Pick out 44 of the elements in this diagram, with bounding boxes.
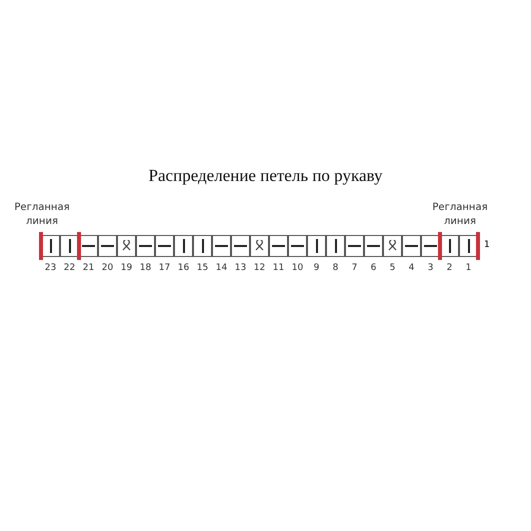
column-number: 9 bbox=[312, 263, 320, 273]
column-number: 23 bbox=[44, 263, 58, 273]
row-number: 1 bbox=[484, 240, 490, 250]
column-number: 10 bbox=[290, 263, 304, 273]
column-number: 17 bbox=[158, 263, 172, 273]
chart-cell bbox=[402, 235, 421, 257]
column-number: 11 bbox=[272, 263, 286, 273]
column-number: 16 bbox=[176, 263, 190, 273]
chart-cell bbox=[193, 235, 212, 257]
column-number: 22 bbox=[62, 263, 76, 273]
column-number: 6 bbox=[370, 263, 378, 273]
column-number: 1 bbox=[464, 263, 472, 273]
chart-cell bbox=[345, 235, 364, 257]
column-number: 14 bbox=[214, 263, 228, 273]
chart-cell bbox=[250, 235, 269, 257]
raglan-line-label: Регланная линия bbox=[431, 201, 489, 229]
column-number: 3 bbox=[426, 263, 434, 273]
chart-cell bbox=[269, 235, 288, 257]
column-number: 21 bbox=[82, 263, 96, 273]
column-number: 4 bbox=[408, 263, 416, 273]
raglan-line-label: Регланная линия bbox=[13, 201, 71, 229]
chart-cell bbox=[174, 235, 193, 257]
chart-cell bbox=[117, 235, 136, 257]
column-number: 5 bbox=[388, 263, 396, 273]
chart-title: Распределение петель по рукаву bbox=[148, 166, 384, 186]
chart-cell bbox=[364, 235, 383, 257]
chart-cell bbox=[326, 235, 345, 257]
column-number: 15 bbox=[196, 263, 210, 273]
chart-cell bbox=[212, 235, 231, 257]
column-number: 2 bbox=[446, 263, 454, 273]
chart-cell bbox=[98, 235, 117, 257]
column-number: 8 bbox=[332, 263, 340, 273]
chart-cell bbox=[383, 235, 402, 257]
column-number: 13 bbox=[234, 263, 248, 273]
chart-cell bbox=[231, 235, 250, 257]
chart-cell bbox=[307, 235, 326, 257]
column-number: 19 bbox=[120, 263, 134, 273]
column-number: 18 bbox=[138, 263, 152, 273]
column-number: 12 bbox=[252, 263, 266, 273]
column-number: 7 bbox=[350, 263, 358, 273]
chart-cell bbox=[288, 235, 307, 257]
chart-cell bbox=[155, 235, 174, 257]
column-number: 20 bbox=[100, 263, 114, 273]
chart-cell bbox=[136, 235, 155, 257]
